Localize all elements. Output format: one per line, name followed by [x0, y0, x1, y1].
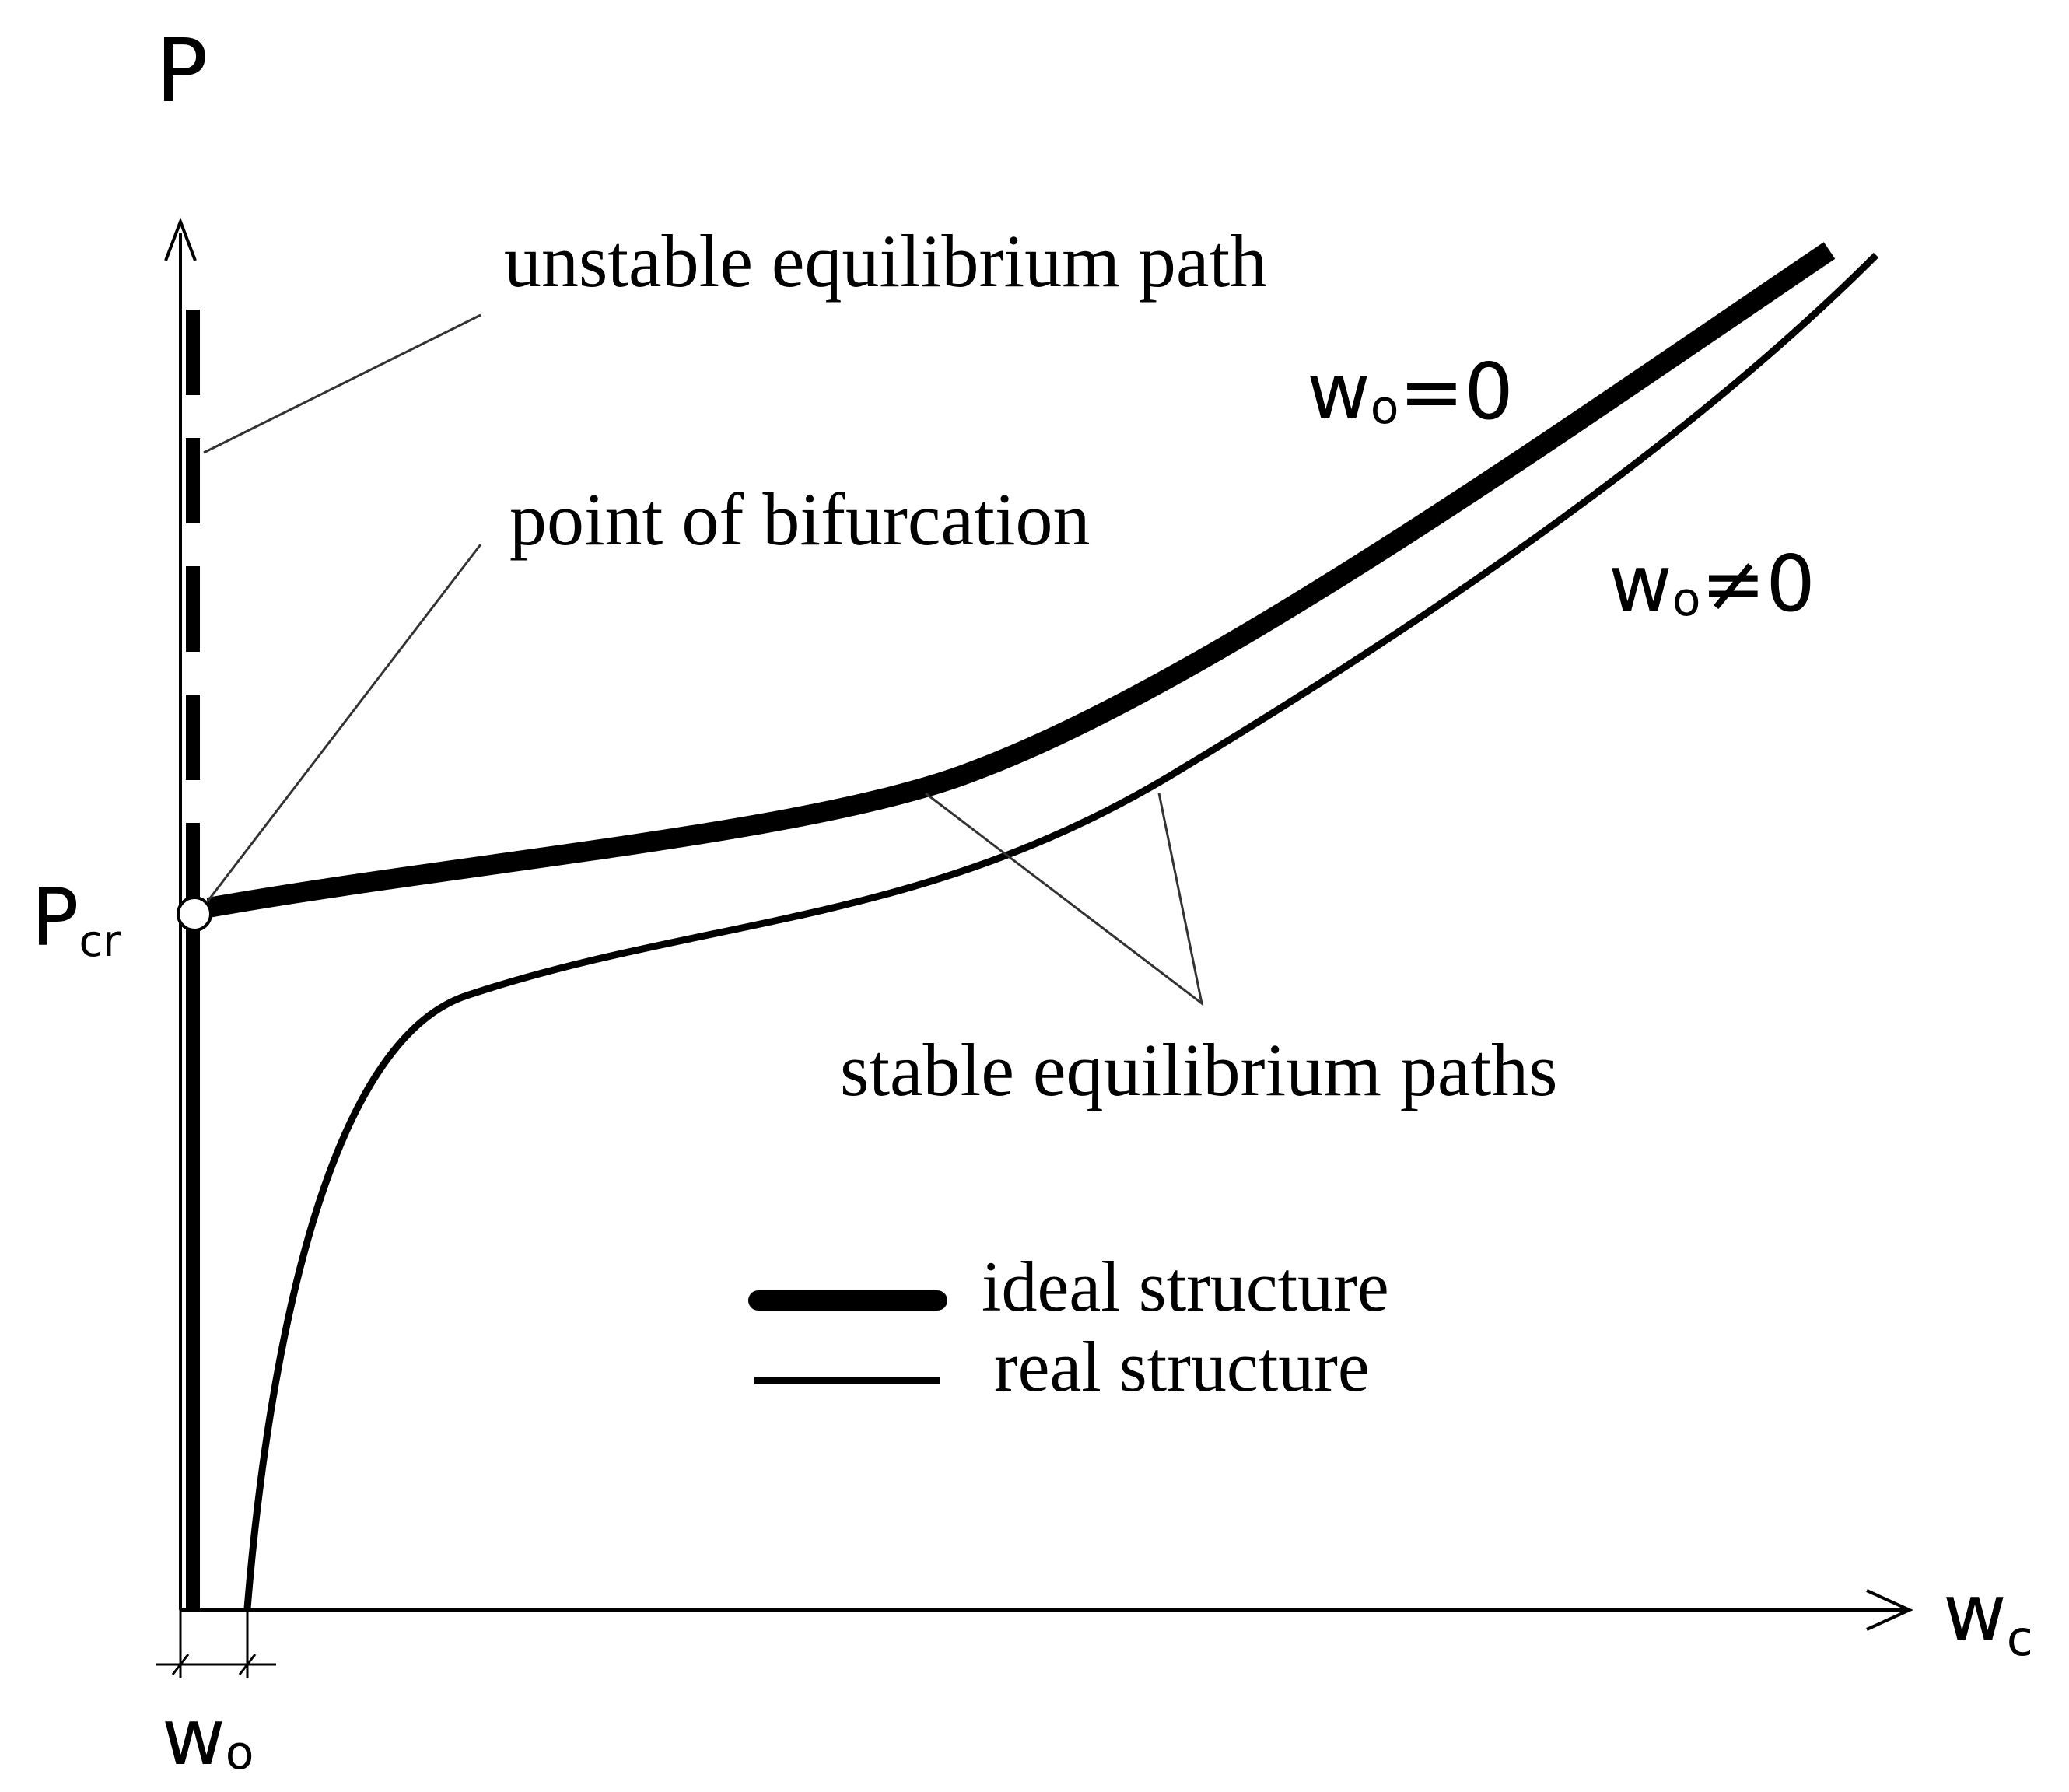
ideal-curve-label-main: w	[1307, 346, 1371, 437]
legend-real-label: real structure	[994, 1327, 1370, 1406]
pcr-label-main: P	[31, 872, 79, 964]
real-curve-label-main: w	[1609, 538, 1672, 629]
w0-label-main: w	[162, 1692, 226, 1783]
ideal-curve-label: wo=0	[1307, 346, 1514, 437]
w0-left-slash	[171, 1654, 190, 1675]
real-curve-label-rest: ≠0	[1701, 538, 1815, 629]
bifurcation-point-marker	[177, 896, 212, 932]
y-axis-arrowhead	[164, 217, 197, 261]
w0-label-sub: o	[226, 1726, 254, 1780]
bifurcation-leader-line	[205, 544, 482, 903]
y-axis-label: P	[156, 21, 208, 122]
stable-paths-annotation: stable equilibrium paths	[840, 1028, 1558, 1111]
real-curve-label-sub: o	[1672, 572, 1701, 627]
stable-leader-lines	[925, 792, 1204, 1006]
w0-label: wo	[162, 1692, 254, 1783]
pcr-label-sub: cr	[79, 916, 122, 967]
legend: ideal structure real structure	[748, 1247, 1389, 1406]
real-structure-curve	[243, 252, 1879, 1609]
unstable-path-annotation: unstable equilibrium path	[504, 219, 1267, 303]
ideal-structure-curve	[206, 242, 1836, 918]
pcr-label: Pcr	[31, 872, 121, 967]
real-curve-label: wo≠0	[1609, 538, 1815, 629]
w0-right-slash	[238, 1654, 257, 1675]
unstable-leader-line	[203, 313, 481, 454]
x-axis-label-main: w	[1943, 1567, 2007, 1658]
x-axis-arrowhead	[1866, 1589, 1913, 1631]
x-axis-label: wc	[1943, 1567, 2033, 1667]
ideal-curve-label-rest: =0	[1399, 346, 1514, 437]
legend-ideal-label: ideal structure	[982, 1247, 1389, 1326]
x-axis-label-sub: c	[2007, 1610, 2033, 1667]
bifurcation-annotation: point of bifurcation	[509, 478, 1090, 561]
ideal-curve-label-sub: o	[1371, 380, 1399, 435]
